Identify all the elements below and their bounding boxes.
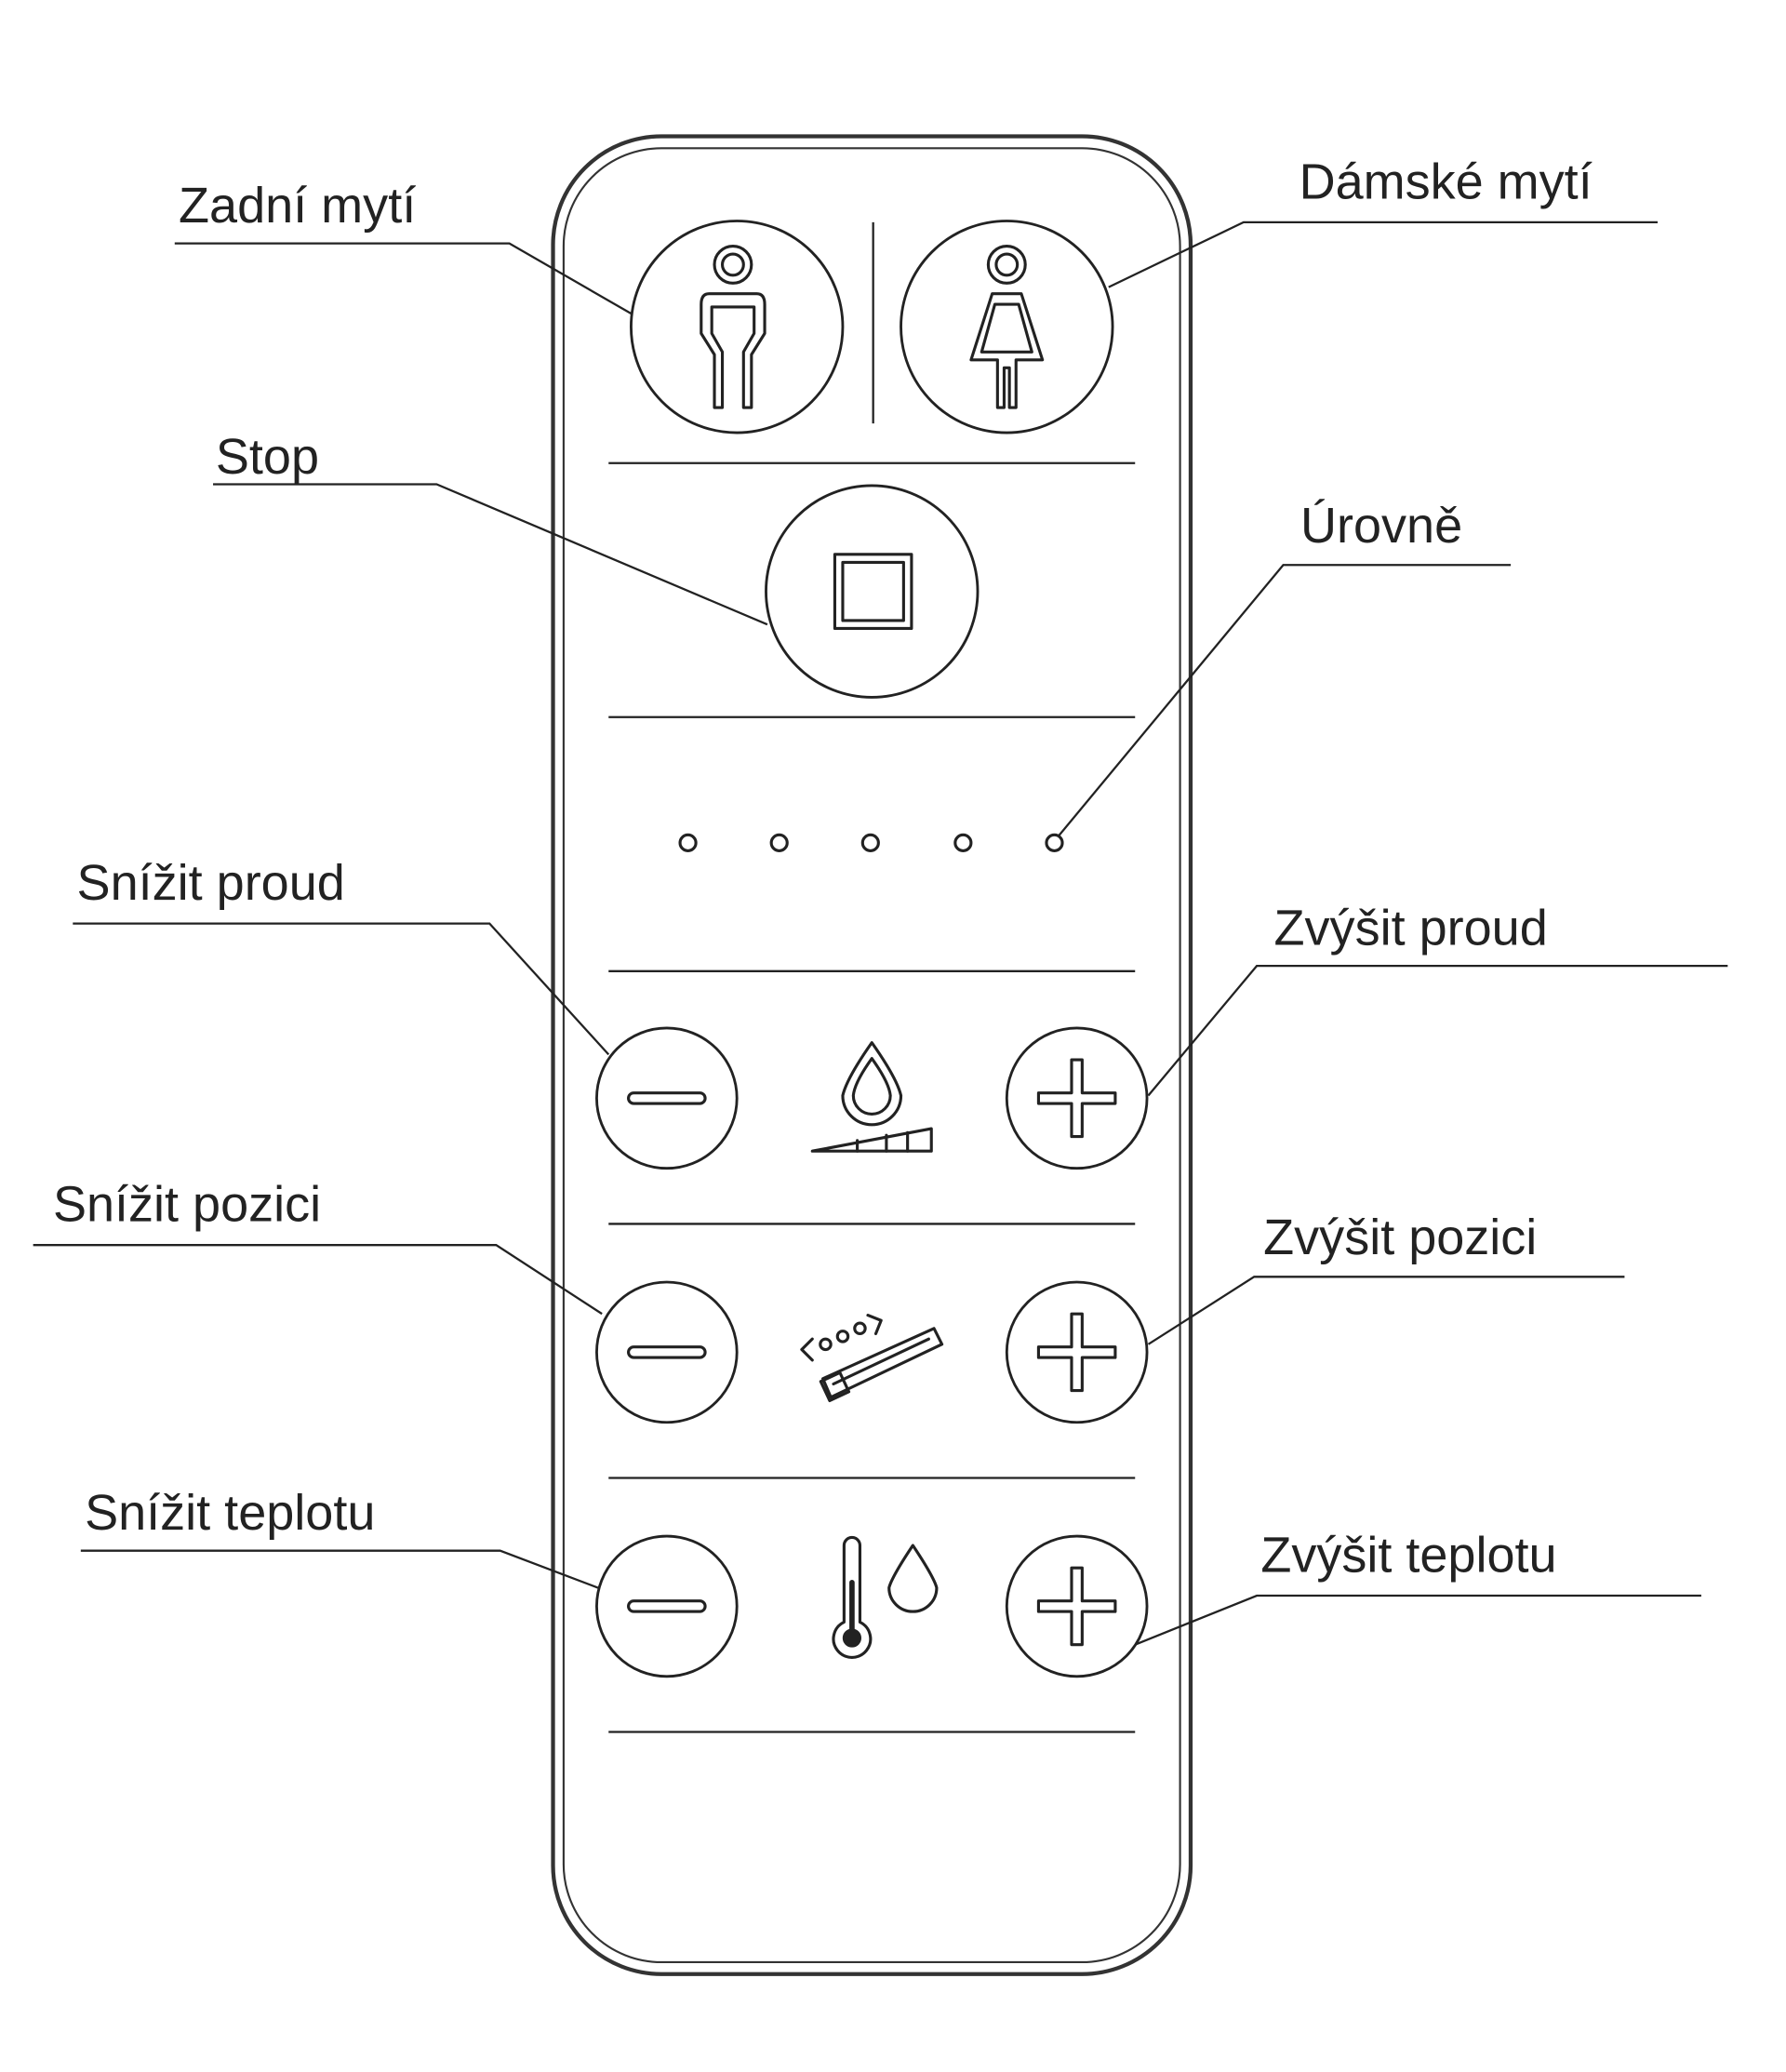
- thermometer-water-icon: [832, 1535, 939, 1659]
- minus-icon: [627, 1091, 707, 1105]
- dividers: [608, 221, 1136, 1733]
- label-stop: Stop: [216, 429, 319, 485]
- level-indicators: [678, 833, 1064, 852]
- label-rear-wash: Zadní mytí: [179, 178, 416, 234]
- label-increase-position: Zvýšit pozici: [1263, 1210, 1537, 1265]
- label-lady-wash: Dámské mytí: [1300, 154, 1593, 209]
- decrease-pressure-button[interactable]: [595, 1026, 739, 1170]
- level-dot: [678, 833, 698, 852]
- label-levels: Úrovně: [1300, 498, 1462, 554]
- rear-wash-button[interactable]: [630, 220, 845, 434]
- plus-icon: [1036, 1566, 1117, 1647]
- lady-wash-button[interactable]: [900, 220, 1114, 434]
- level-dot: [1045, 833, 1064, 852]
- label-increase-temperature: Zvýšit teplotu: [1260, 1527, 1556, 1583]
- level-dot: [769, 833, 789, 852]
- label-decrease-pressure: Snížit proud: [77, 855, 345, 911]
- increase-position-button[interactable]: [1005, 1280, 1149, 1424]
- label-decrease-position: Snížit pozici: [53, 1177, 321, 1233]
- man-icon: [700, 244, 766, 409]
- stop-button[interactable]: [765, 484, 980, 699]
- level-dot: [860, 833, 880, 852]
- remote-body: [551, 134, 1193, 1976]
- stop-square-icon: [833, 553, 913, 631]
- plus-icon: [1036, 1058, 1117, 1139]
- increase-temperature-button[interactable]: [1005, 1534, 1149, 1678]
- plus-icon: [1036, 1312, 1117, 1393]
- water-pressure-icon: [810, 1041, 933, 1153]
- decrease-position-button[interactable]: [595, 1280, 739, 1424]
- leader-lines: [33, 221, 1728, 1646]
- woman-icon: [969, 244, 1045, 409]
- minus-icon: [627, 1345, 707, 1359]
- label-increase-pressure: Zvýšit proud: [1274, 900, 1548, 956]
- label-decrease-temperature: Snížit teplotu: [85, 1485, 375, 1541]
- increase-pressure-button[interactable]: [1005, 1026, 1149, 1170]
- nozzle-position-icon: [800, 1313, 944, 1403]
- decrease-temperature-button[interactable]: [595, 1534, 739, 1678]
- minus-icon: [627, 1599, 707, 1613]
- level-dot: [953, 833, 973, 852]
